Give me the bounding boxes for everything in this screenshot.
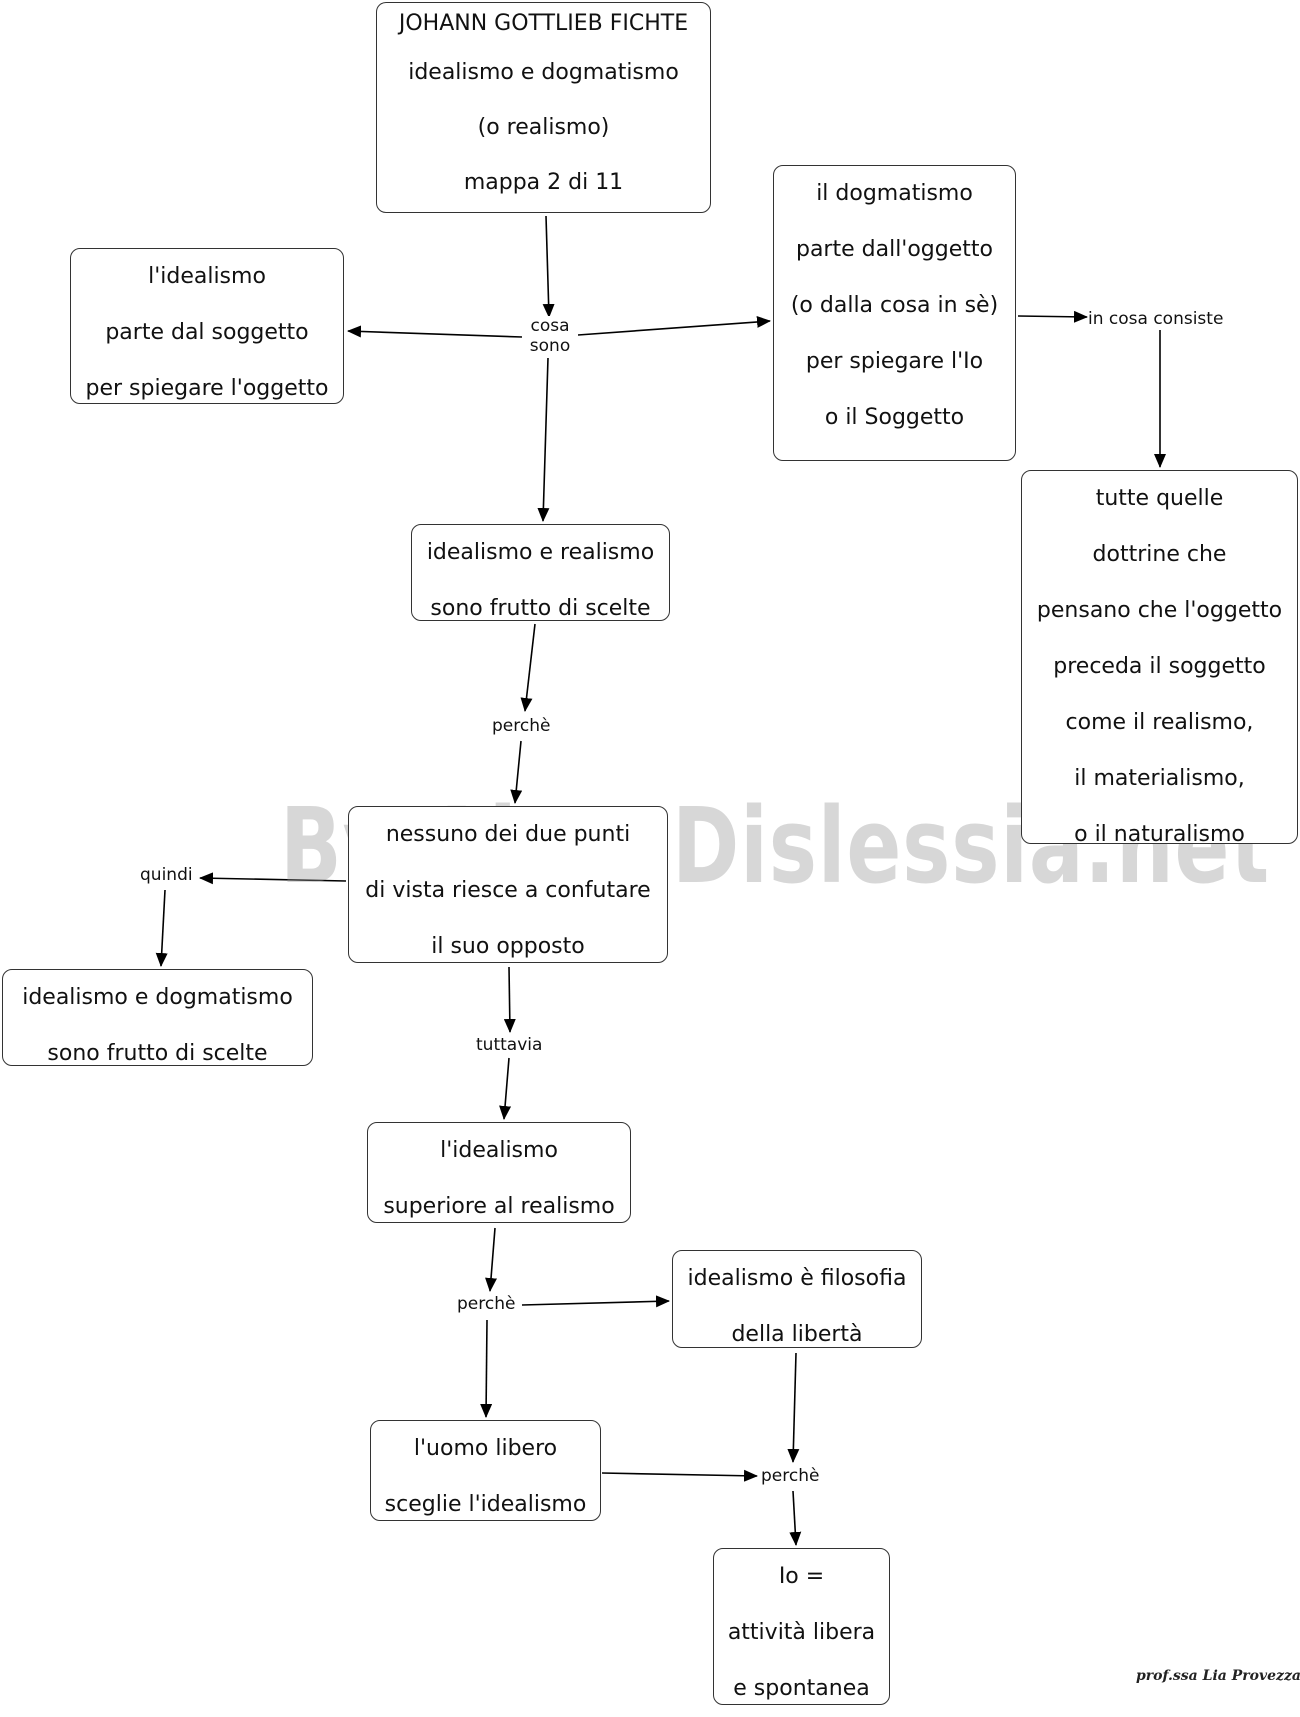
link-label-perche-2: perchè (457, 1294, 516, 1314)
arrow-perche2-to-uomo (480, 1319, 493, 1418)
node-line: l'uomo libero (413, 1436, 558, 1461)
node-line: (o dalla cosa in sè) (790, 293, 999, 318)
node-superiore: l'idealismo superiore al realismo (367, 1122, 631, 1223)
node-line: (o realismo) (477, 115, 610, 140)
node-line: il materialismo, (1074, 766, 1245, 791)
arrow-liberta-to-perche3 (787, 1352, 800, 1463)
node-line: per spiegare l'oggetto (85, 376, 329, 401)
arrow-perche2-to-liberta (521, 1295, 670, 1308)
arrow-perche3-to-io (789, 1490, 802, 1546)
node-line: idealismo è filosofia (687, 1266, 907, 1291)
node-line: superiore al realismo (383, 1194, 615, 1219)
node-uomo: l'uomo libero sceglie l'idealismo (370, 1420, 601, 1521)
node-title: JOHANN GOTTLIEB FICHTE idealismo e dogma… (376, 2, 711, 213)
node-line: preceda il soggetto (1053, 654, 1266, 679)
node-line: il dogmatismo (816, 181, 973, 206)
node-line: mappa 2 di 11 (463, 170, 624, 195)
arrow-tuttavia-to-superiore (499, 1057, 512, 1120)
arrow-title-to-cosa (542, 215, 555, 318)
arrow-dogmatismo-to-incosa (1017, 310, 1088, 323)
arrow-perche1-to-nessuno (510, 740, 523, 804)
node-line: attività libera (727, 1620, 876, 1645)
node-scelte1: idealismo e realismo sono frutto di scel… (411, 524, 670, 621)
node-line: per spiegare l'Io (805, 349, 984, 374)
node-line: dottrine che (1092, 542, 1227, 567)
node-idealismo-def: l'idealismo parte dal soggetto per spieg… (70, 248, 344, 404)
arrow-superiore-to-perche2 (485, 1227, 498, 1292)
arrow-uomo-to-perche3 (601, 1469, 758, 1482)
node-line: della libertà (731, 1322, 863, 1347)
node-line: Io = (778, 1564, 825, 1589)
author-signature: prof.ssa Lia Provezza (1136, 1668, 1300, 1684)
node-line: pensano che l'oggetto (1036, 598, 1283, 623)
link-label-in-cosa-consiste: in cosa consiste (1088, 309, 1224, 329)
node-nessuno: nessuno dei due punti di vista riesce a … (348, 806, 668, 963)
link-label-perche-1: perchè (492, 716, 551, 736)
node-line: parte dal soggetto (105, 320, 309, 345)
node-line: l'idealismo (148, 264, 266, 289)
arrow-nessuno-to-tuttavia (503, 966, 516, 1033)
node-line: il suo opposto (431, 934, 585, 959)
arrow-nessuno-to-quindi (199, 872, 347, 885)
node-line: e spontanea (733, 1676, 870, 1701)
link-label-tuttavia: tuttavia (476, 1035, 543, 1055)
node-line: sono frutto di scelte (47, 1041, 268, 1066)
node-dottrine: tutte quelle dottrine che pensano che l'… (1021, 470, 1298, 847)
node-line: parte dall'oggetto (795, 237, 993, 262)
node-io: Io = attività libera e spontanea (713, 1548, 890, 1705)
node-line: o il naturalismo (1074, 822, 1245, 847)
arrow-cosa-to-scelte1 (537, 357, 550, 522)
node-line: idealismo e realismo (426, 540, 655, 565)
node-line: idealismo e dogmatismo (22, 985, 293, 1010)
node-liberta: idealismo è filosofia della libertà (672, 1250, 922, 1348)
link-label-line: sono (529, 336, 571, 356)
arrow-cosa-to-dogmatismo (577, 315, 771, 336)
link-label-line: cosa (530, 316, 570, 336)
node-line: l'idealismo (440, 1138, 558, 1163)
node-line: sono frutto di scelte (430, 596, 651, 621)
node-line: o il Soggetto (824, 405, 965, 430)
link-label-perche-3: perchè (761, 1466, 820, 1486)
node-line: nessuno dei due punti (385, 822, 631, 847)
node-scelte2: idealismo e dogmatismo sono frutto di sc… (2, 969, 313, 1066)
node-line: idealismo e dogmatismo (408, 60, 679, 85)
link-label-cosa-sono: cosa sono (522, 316, 578, 356)
node-line: sceglie l'idealismo (384, 1492, 587, 1517)
node-line: JOHANN GOTTLIEB FICHTE (398, 11, 689, 36)
arrow-cosa-to-idealismo (347, 325, 523, 338)
node-line: tutte quelle (1095, 486, 1224, 511)
node-line: come il realismo, (1065, 710, 1254, 735)
link-label-quindi: quindi (140, 865, 193, 885)
arrow-scelte1-to-perche1 (520, 623, 536, 712)
node-line: di vista riesce a confutare (365, 878, 651, 903)
arrow-quindi-to-scelte2 (155, 889, 168, 967)
node-dogmatismo-def: il dogmatismo parte dall'oggetto (o dall… (773, 165, 1016, 461)
